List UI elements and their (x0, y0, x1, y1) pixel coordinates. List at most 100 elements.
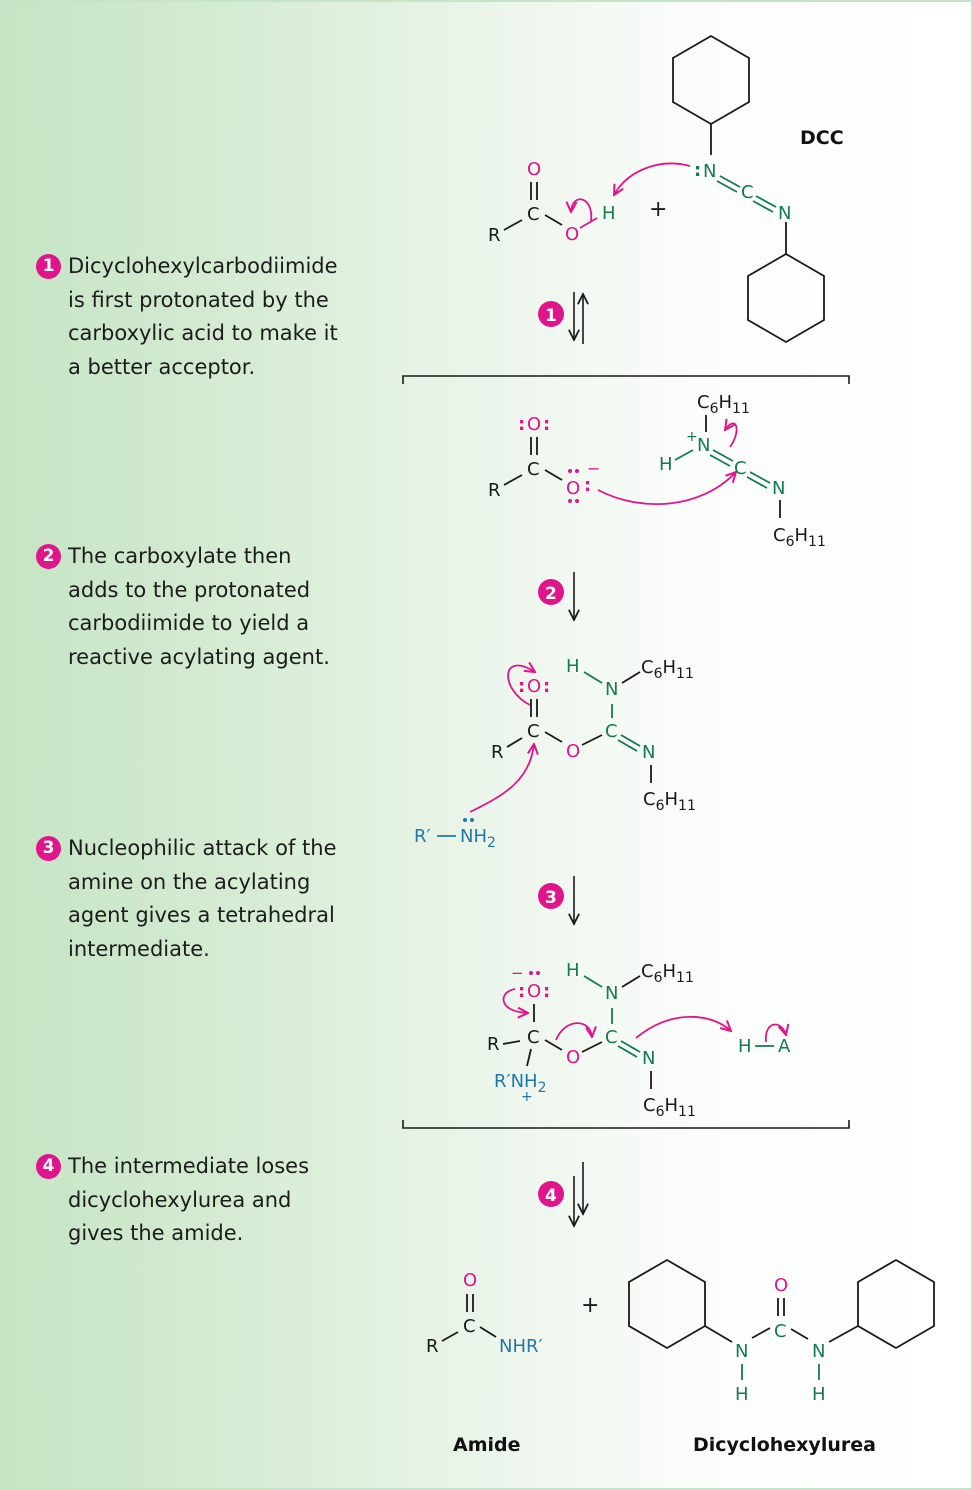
svg-text:C: C (734, 458, 747, 479)
dicyclohexylurea-product: N H C O N H Dicyclohexylurea (628, 1258, 935, 1456)
svg-text:O: O (566, 741, 580, 762)
svg-text:2: 2 (545, 584, 557, 604)
svg-text:−: − (587, 459, 600, 478)
acid-ha: H A (738, 1023, 791, 1057)
step-1-text: Dicyclohexylcarbodiimide is first proton… (68, 254, 338, 379)
svg-text:+: + (521, 1089, 533, 1105)
svg-text:N: N (642, 742, 655, 763)
svg-text:C: C (527, 721, 540, 742)
svg-text:C: C (774, 1321, 787, 1342)
dcc-label: DCC (800, 127, 844, 149)
carboxylic-acid: O C R O H (488, 159, 616, 246)
svg-text:O: O (463, 1270, 477, 1291)
svg-text:N: N (772, 478, 785, 499)
reaction-arrow-4: 4 (538, 1162, 583, 1226)
svg-text:C6H11: C6H11 (773, 525, 826, 550)
svg-text:C: C (605, 721, 618, 742)
step-1-description: 1 Dicyclohexylcarbodiimide is first prot… (36, 250, 366, 384)
svg-text:O: O (527, 159, 541, 180)
svg-text:C6H11: C6H11 (643, 789, 696, 814)
svg-text:H: H (566, 656, 580, 677)
svg-text:C6H11: C6H11 (641, 961, 694, 986)
svg-text:O: O (565, 224, 579, 245)
amide-label: Amide (453, 1434, 521, 1456)
step-3-text: Nucleophilic attack of the amine on the … (68, 836, 337, 961)
svg-text:C: C (463, 1316, 476, 1337)
svg-text::: : (694, 160, 701, 181)
svg-text:R: R (426, 1336, 439, 1357)
svg-text:C6H11: C6H11 (643, 1095, 696, 1120)
svg-text:H: H (659, 454, 673, 475)
svg-text:N: N (697, 435, 710, 456)
svg-text:R: R (487, 1034, 500, 1055)
svg-text:R: R (488, 480, 501, 501)
svg-text:R: R (491, 742, 504, 763)
svg-text:C: C (527, 1027, 540, 1048)
dcc-molecule: : N C N DCC (614, 34, 844, 344)
bracket-top (402, 375, 850, 384)
svg-text::: : (518, 414, 525, 435)
svg-text:1: 1 (545, 306, 557, 326)
bracket-bottom (402, 1120, 850, 1129)
svg-text:O: O (566, 1047, 580, 1068)
step-4-description: 4 The intermediate loses dicyclohexylure… (36, 1150, 366, 1251)
svg-text:N: N (605, 983, 618, 1004)
svg-text:H: H (738, 1036, 752, 1057)
svg-text:+: + (686, 429, 698, 445)
plus-sign: + (649, 197, 667, 222)
step-2-description: 2 The carboxylate then adds to the proto… (36, 540, 366, 674)
svg-text:O: O (527, 981, 541, 1002)
carboxylate-ion: : O : C R O : − (488, 414, 600, 503)
svg-text:NHR′: NHR′ (499, 1336, 543, 1357)
svg-text::: : (543, 981, 550, 1002)
svg-text:C6H11: C6H11 (697, 392, 750, 417)
svg-text:C: C (527, 204, 540, 225)
svg-text:N: N (735, 1341, 748, 1362)
acylating-agent: : O : C R O C N H C6H11 N C6H11 (491, 656, 696, 814)
svg-text:R′NH2: R′NH2 (494, 1071, 547, 1096)
svg-text:C6H11: C6H11 (641, 657, 694, 682)
plus-sign-products: + (581, 1293, 599, 1318)
curly-arrow-attack (597, 472, 736, 505)
svg-text::: : (584, 475, 591, 496)
svg-text:−: − (511, 964, 524, 982)
svg-text:O: O (774, 1275, 788, 1296)
dicyclohexylurea-label: Dicyclohexylurea (693, 1434, 876, 1456)
equilibrium-arrow-1: 1 (538, 292, 583, 344)
step-4-badge: 4 (36, 1154, 61, 1179)
svg-text:H: H (735, 1384, 749, 1405)
step-3-badge: 3 (36, 836, 61, 861)
tetrahedral-intermediate: − : O : C R R′NH2 + O C N H C6H11 N C6H1… (487, 960, 731, 1120)
svg-text:O: O (527, 676, 541, 697)
svg-text:N: N (605, 679, 618, 700)
svg-text::: : (543, 676, 550, 697)
protonated-dcc: C6H11 + N H C N C6H11 (659, 392, 826, 550)
step-4-text: The intermediate loses dicyclohexylurea … (68, 1154, 310, 1245)
svg-text:H: H (602, 203, 616, 224)
svg-text:C: C (605, 1027, 618, 1048)
step-3-description: 3 Nucleophilic attack of the amine on th… (36, 832, 366, 966)
svg-text:N: N (642, 1048, 655, 1069)
svg-text:N: N (778, 203, 791, 224)
svg-text::: : (518, 981, 525, 1002)
svg-text:O: O (527, 414, 541, 435)
amine-nucleophile: R′ NH2 (414, 744, 534, 851)
svg-text:R: R (488, 225, 501, 246)
svg-text::: : (543, 414, 550, 435)
amide-product: O C R NHR′ Amide (426, 1270, 543, 1456)
svg-text:C: C (527, 459, 540, 480)
step-2-badge: 2 (36, 544, 61, 569)
reaction-arrow-2: 2 (538, 572, 574, 620)
svg-text:NH2: NH2 (460, 826, 496, 851)
step-2-text: The carboxylate then adds to the protona… (68, 544, 330, 669)
reaction-arrow-3: 3 (538, 876, 574, 924)
svg-text:C: C (741, 182, 754, 203)
svg-text:H: H (812, 1384, 826, 1405)
svg-text:3: 3 (545, 888, 557, 908)
svg-text:N: N (703, 161, 716, 182)
svg-text::: : (518, 676, 525, 697)
svg-text:N: N (812, 1341, 825, 1362)
svg-text:A: A (778, 1036, 791, 1057)
svg-text:H: H (566, 960, 580, 981)
